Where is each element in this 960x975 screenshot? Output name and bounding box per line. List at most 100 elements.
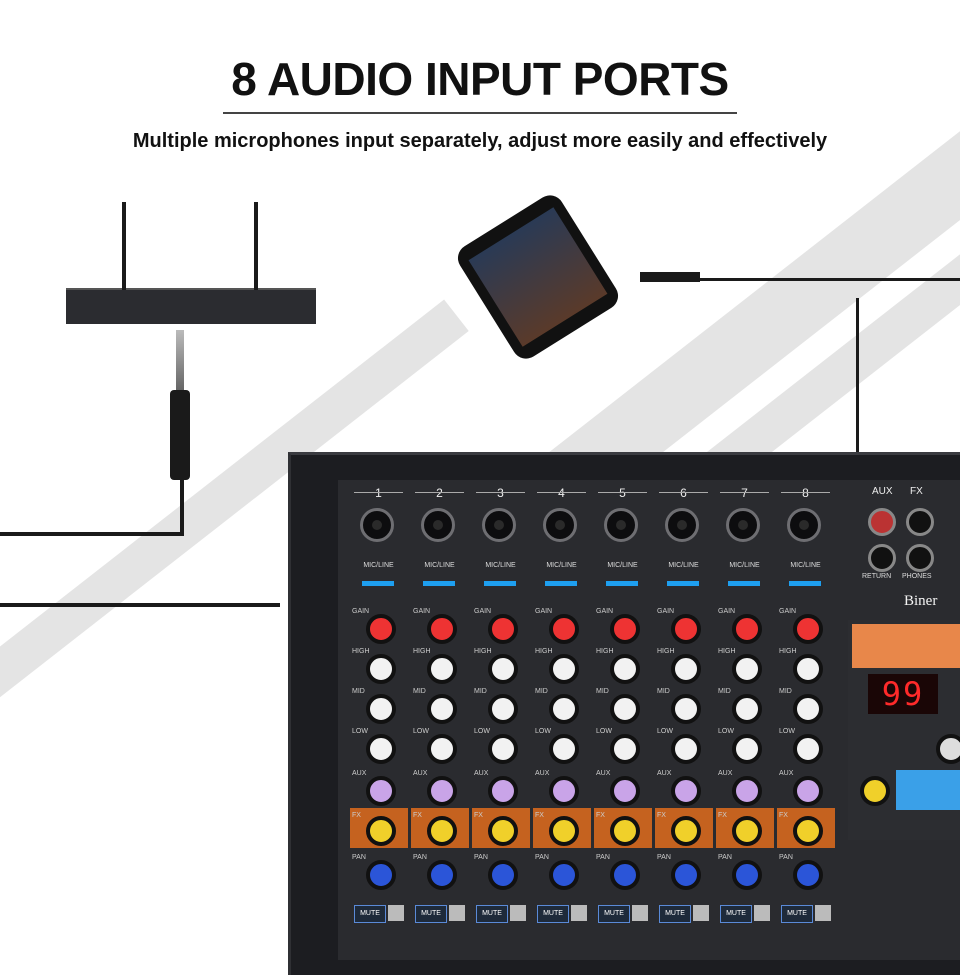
- solo-button[interactable]: [815, 905, 831, 921]
- gain-knob[interactable]: [549, 614, 579, 644]
- aux-return-block: [896, 770, 960, 810]
- return-jack[interactable]: [868, 544, 896, 572]
- high-eq-knob[interactable]: [671, 654, 701, 684]
- gain-knob[interactable]: [793, 614, 823, 644]
- mute-button[interactable]: MUTE: [476, 905, 508, 923]
- xlr-input-jack[interactable]: [726, 508, 760, 542]
- channel-led: [362, 581, 394, 586]
- mute-button[interactable]: MUTE: [415, 905, 447, 923]
- mid-eq-knob[interactable]: [366, 694, 396, 724]
- mid-eq-knob[interactable]: [610, 694, 640, 724]
- xlr-input-jack[interactable]: [665, 508, 699, 542]
- fx-label: FX: [910, 486, 923, 497]
- low-label: LOW: [596, 728, 612, 735]
- fx-send-knob[interactable]: [732, 816, 762, 846]
- high-label: HIGH: [657, 648, 675, 655]
- gain-knob[interactable]: [488, 614, 518, 644]
- phones-jack[interactable]: [906, 544, 934, 572]
- xlr-input-jack[interactable]: [360, 508, 394, 542]
- low-eq-knob[interactable]: [549, 734, 579, 764]
- pan-knob[interactable]: [366, 860, 396, 890]
- gain-knob[interactable]: [732, 614, 762, 644]
- solo-button[interactable]: [754, 905, 770, 921]
- mute-button[interactable]: MUTE: [720, 905, 752, 923]
- gain-knob[interactable]: [610, 614, 640, 644]
- xlr-input-jack[interactable]: [787, 508, 821, 542]
- fx-jack[interactable]: [906, 508, 934, 536]
- fx-send-knob[interactable]: [610, 816, 640, 846]
- program-knob[interactable]: [936, 734, 960, 764]
- aux-label: AUX: [535, 770, 550, 777]
- pan-knob[interactable]: [610, 860, 640, 890]
- mid-eq-knob[interactable]: [732, 694, 762, 724]
- mid-eq-knob[interactable]: [549, 694, 579, 724]
- low-eq-knob[interactable]: [427, 734, 457, 764]
- mute-button[interactable]: MUTE: [781, 905, 813, 923]
- mute-button[interactable]: MUTE: [598, 905, 630, 923]
- xlr-input-jack[interactable]: [421, 508, 455, 542]
- pan-knob[interactable]: [488, 860, 518, 890]
- mute-button[interactable]: MUTE: [659, 905, 691, 923]
- aux-send-knob[interactable]: [366, 776, 396, 806]
- xlr-input-jack[interactable]: [482, 508, 516, 542]
- low-eq-knob[interactable]: [366, 734, 396, 764]
- fx-send-knob[interactable]: [366, 816, 396, 846]
- solo-button[interactable]: [449, 905, 465, 921]
- pan-knob[interactable]: [549, 860, 579, 890]
- xlr-input-jack[interactable]: [604, 508, 638, 542]
- pan-knob[interactable]: [732, 860, 762, 890]
- low-eq-knob[interactable]: [671, 734, 701, 764]
- mute-button[interactable]: MUTE: [354, 905, 386, 923]
- fx-send-knob[interactable]: [671, 816, 701, 846]
- high-eq-knob[interactable]: [793, 654, 823, 684]
- channel-strip: 3 MIC/LINE GAIN HIGH MID LOW AUX FX PAN …: [470, 480, 531, 960]
- fx-send-knob[interactable]: [488, 816, 518, 846]
- cable: [180, 470, 184, 536]
- pan-knob[interactable]: [793, 860, 823, 890]
- low-eq-knob[interactable]: [732, 734, 762, 764]
- aux-send-knob[interactable]: [732, 776, 762, 806]
- mid-eq-knob[interactable]: [671, 694, 701, 724]
- low-eq-knob[interactable]: [610, 734, 640, 764]
- gain-knob[interactable]: [671, 614, 701, 644]
- fx-master-knob[interactable]: [860, 776, 890, 806]
- pan-knob[interactable]: [671, 860, 701, 890]
- mic-line-label: MIC/LINE: [729, 562, 760, 569]
- aux-send-knob[interactable]: [549, 776, 579, 806]
- aux-send-knob[interactable]: [610, 776, 640, 806]
- low-eq-knob[interactable]: [488, 734, 518, 764]
- aux-send-knob[interactable]: [793, 776, 823, 806]
- aux-jack[interactable]: [868, 508, 896, 536]
- high-eq-knob[interactable]: [732, 654, 762, 684]
- fx-send-knob[interactable]: [793, 816, 823, 846]
- pan-label: PAN: [352, 854, 366, 861]
- high-eq-knob[interactable]: [610, 654, 640, 684]
- mid-label: MID: [779, 688, 792, 695]
- high-label: HIGH: [474, 648, 492, 655]
- mid-eq-knob[interactable]: [488, 694, 518, 724]
- high-eq-knob[interactable]: [366, 654, 396, 684]
- solo-button[interactable]: [510, 905, 526, 921]
- aux-send-knob[interactable]: [427, 776, 457, 806]
- mid-eq-knob[interactable]: [793, 694, 823, 724]
- mid-eq-knob[interactable]: [427, 694, 457, 724]
- low-eq-knob[interactable]: [793, 734, 823, 764]
- solo-button[interactable]: [632, 905, 648, 921]
- gain-knob[interactable]: [366, 614, 396, 644]
- mic-line-label: MIC/LINE: [363, 562, 394, 569]
- aux-send-knob[interactable]: [671, 776, 701, 806]
- gain-knob[interactable]: [427, 614, 457, 644]
- high-eq-knob[interactable]: [427, 654, 457, 684]
- solo-button[interactable]: [571, 905, 587, 921]
- solo-button[interactable]: [693, 905, 709, 921]
- aux-send-knob[interactable]: [488, 776, 518, 806]
- pan-knob[interactable]: [427, 860, 457, 890]
- high-eq-knob[interactable]: [488, 654, 518, 684]
- fx-send-knob[interactable]: [427, 816, 457, 846]
- mute-button[interactable]: MUTE: [537, 905, 569, 923]
- solo-button[interactable]: [388, 905, 404, 921]
- channel-bracket: [354, 492, 403, 501]
- fx-send-knob[interactable]: [549, 816, 579, 846]
- xlr-input-jack[interactable]: [543, 508, 577, 542]
- high-eq-knob[interactable]: [549, 654, 579, 684]
